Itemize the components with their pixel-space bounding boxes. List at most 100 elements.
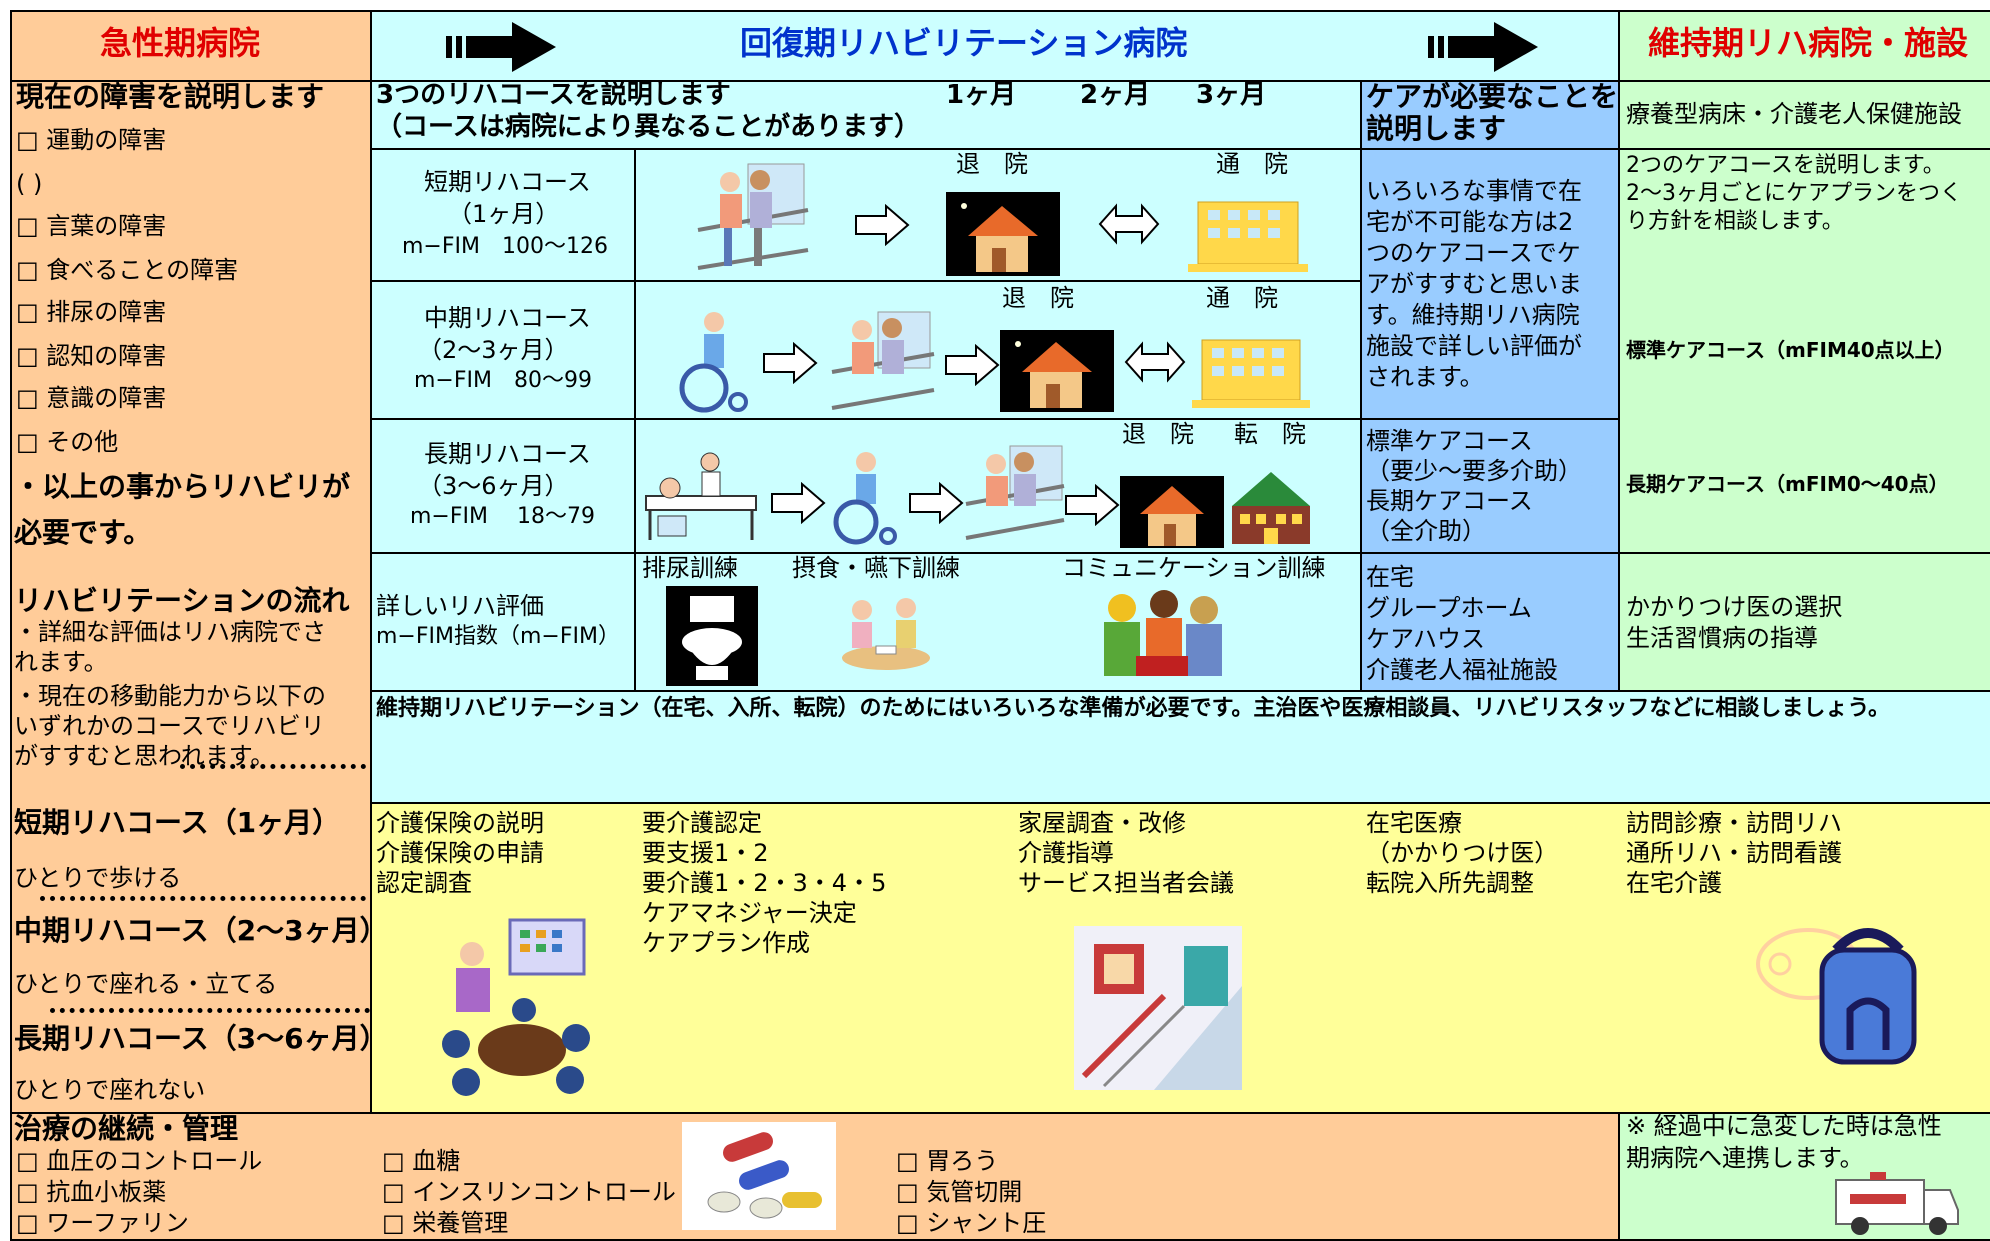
prep-col1: 介護保険の説明 介護保険の申請 認定調査 <box>376 809 544 897</box>
ambulance-icon <box>1835 1172 1959 1235</box>
eating-training-icon <box>842 598 930 670</box>
long-course-title: 長期リハコース（3〜6ヶ月） <box>14 1022 388 1055</box>
treatment-col2: □ 血糖 □ インスリンコントロール □ 栄養管理 <box>382 1147 676 1237</box>
home-icon <box>1120 476 1224 548</box>
home-icon <box>946 192 1060 276</box>
doctor-cell <box>1618 552 1990 692</box>
course-name: 中期リハコース <box>424 304 591 332</box>
long-course-desc: ひとりで座れない <box>14 1076 206 1104</box>
maintenance-header <box>1618 10 1990 82</box>
arrow-outline-icon <box>855 204 910 246</box>
course-period: （1ヶ月） <box>448 200 560 228</box>
recovery-header-label: 回復期リハビリテーション病院 <box>740 24 1188 62</box>
recovery-header <box>370 10 1620 82</box>
dotted-separator <box>50 1008 370 1013</box>
home-icon <box>1000 330 1114 412</box>
flow-line: いずれかのコースでリハビリ <box>14 712 325 740</box>
prep-col5: 訪問診療・訪問リハ 通所リハ・訪問看護 在宅介護 <box>1626 809 1842 897</box>
mid-course-name-cell <box>370 280 636 420</box>
course-name: 長期リハコース <box>424 440 591 468</box>
facility-building-icon <box>1232 472 1310 544</box>
double-arrow-icon <box>1124 341 1186 383</box>
short-course-title: 短期リハコース（1ヶ月） <box>14 806 341 839</box>
left-conclusion: 必要です。 <box>14 516 152 549</box>
dotted-separator <box>180 764 366 769</box>
treatment-col1: □ 血圧のコントロール □ 抗血小板薬 □ ワーファリン <box>16 1147 263 1237</box>
arrow-right-icon <box>1428 22 1538 72</box>
eval-title: 詳しいリハ評価 <box>376 592 544 620</box>
left-item: □ 食べることの障害 <box>16 256 239 284</box>
care-explain-cell <box>1360 148 1620 420</box>
treatment-title: 治療の継続・管理 <box>14 1112 239 1145</box>
dotted-separator <box>40 896 366 901</box>
eval-cell <box>370 552 636 692</box>
arrow-outline-icon <box>945 344 1000 386</box>
acute-header-label: 急性期病院 <box>100 24 261 62</box>
course-fim: m−FIM 100〜126 <box>402 234 608 259</box>
meeting-illustration <box>442 918 590 1096</box>
walking-rehab-icon <box>831 311 935 410</box>
training-label: 排尿訓練 <box>642 554 738 582</box>
walking-rehab-icon <box>697 163 809 270</box>
recovery-intro: （コースは病院により異なることがあります） <box>376 112 921 142</box>
hospital-icon <box>1188 201 1308 272</box>
month-label: 3ヶ月 <box>1196 80 1267 110</box>
left-column <box>10 80 372 1114</box>
flow-label: 退 院 <box>956 150 1028 178</box>
walking-rehab-icon <box>965 445 1065 540</box>
standard-care-course: 標準ケアコース（mFIM40点以上） <box>1626 338 1955 362</box>
maintenance-facilities: 療養型病床・介護老人保健施設 <box>1626 100 1962 128</box>
wheelchair-icon <box>679 312 748 413</box>
flow-line: れます。 <box>14 648 108 676</box>
left-item: □ 言葉の障害 <box>16 212 167 240</box>
long-care-course: 長期ケアコース（mFIM0〜40点） <box>1626 472 1949 496</box>
flow-label: 退 院 <box>1122 420 1194 448</box>
left-item: □ 排尿の障害 <box>16 298 167 326</box>
training-label: コミュニケーション訓練 <box>1062 554 1326 582</box>
course-period: （3〜6ヶ月） <box>418 472 569 500</box>
toilet-icon <box>666 586 758 686</box>
arrow-outline-icon <box>763 342 818 384</box>
course-period: （2〜3ヶ月） <box>418 336 569 364</box>
flow-label: 通 院 <box>1216 150 1288 178</box>
medicine-pills-icon <box>682 1122 836 1230</box>
maintenance-care-text: 2つのケアコースを説明します。 2〜3ヶ月ごとにケアプランをつく り方針を相談し… <box>1626 153 1962 234</box>
wheelchair-icon <box>833 452 897 545</box>
care-title: ケアが必要なことを <box>1366 80 1619 113</box>
course-name: 短期リハコース <box>424 168 591 196</box>
maintenance-facilities-cell <box>1618 80 1990 150</box>
flow-label: 転 院 <box>1234 420 1306 448</box>
care-courses-cell <box>1360 418 1620 554</box>
maintenance-banner: 維持期リハビリテーション（在宅、入所、転院）のためにはいろいろな準備が必要です。… <box>376 696 1891 721</box>
arrow-outline-icon <box>771 482 826 524</box>
treatment-col3: □ 胃ろう □ 気管切開 □ シャント圧 <box>896 1147 1047 1237</box>
acute-header <box>10 10 372 82</box>
flow-line: ・現在の移動能力から以下の <box>14 682 326 710</box>
flow-label: 通 院 <box>1206 284 1278 312</box>
care-courses-text: 標準ケアコース （要少〜要多介助） 長期ケアコース （全介助） <box>1366 427 1582 545</box>
arrow-outline-icon <box>1065 484 1120 526</box>
bedridden-patient-icon <box>645 452 757 540</box>
course-fim: m−FIM 80〜99 <box>414 368 592 393</box>
left-item: □ 意識の障害 <box>16 384 167 412</box>
month-label: 1ヶ月 <box>946 80 1017 110</box>
left-conclusion: ・以上の事からリハビリが <box>14 470 351 503</box>
emergency-note: ※ 経過中に急変した時は急性 <box>1626 1112 1942 1140</box>
maintenance-header-label: 維持期リハ病院・施設 <box>1648 24 1969 62</box>
left-title: 現在の障害を説明します <box>16 80 325 113</box>
left-item: □ 認知の障害 <box>16 342 167 370</box>
prep-col4: 在宅医療 （かかりつけ医） 転院入所先調整 <box>1366 809 1559 897</box>
flow-line: ・詳細な評価はリハ病院でさ <box>14 618 326 646</box>
recovery-intro: 3つのリハコースを説明します <box>376 80 731 110</box>
course-fim: m−FIM 18〜79 <box>410 504 595 529</box>
prep-col2: 要介護認定 要支援1・2 要介護1・2・3・4・5 ケアマネジャー決定 ケアプラ… <box>642 809 887 957</box>
month-label: 2ヶ月 <box>1080 80 1151 110</box>
left-item: ( ) <box>16 170 43 198</box>
left-item: □ 運動の障害 <box>16 126 167 154</box>
flow-label: 退 院 <box>1002 284 1074 312</box>
recovery-intro-cell <box>370 80 1362 150</box>
arrow-right-icon <box>446 22 556 72</box>
house-renovation-illustration <box>1074 926 1242 1090</box>
emergency-note: 期病院へ連携します。 <box>1626 1144 1864 1172</box>
communication-training-icon <box>1104 590 1222 676</box>
